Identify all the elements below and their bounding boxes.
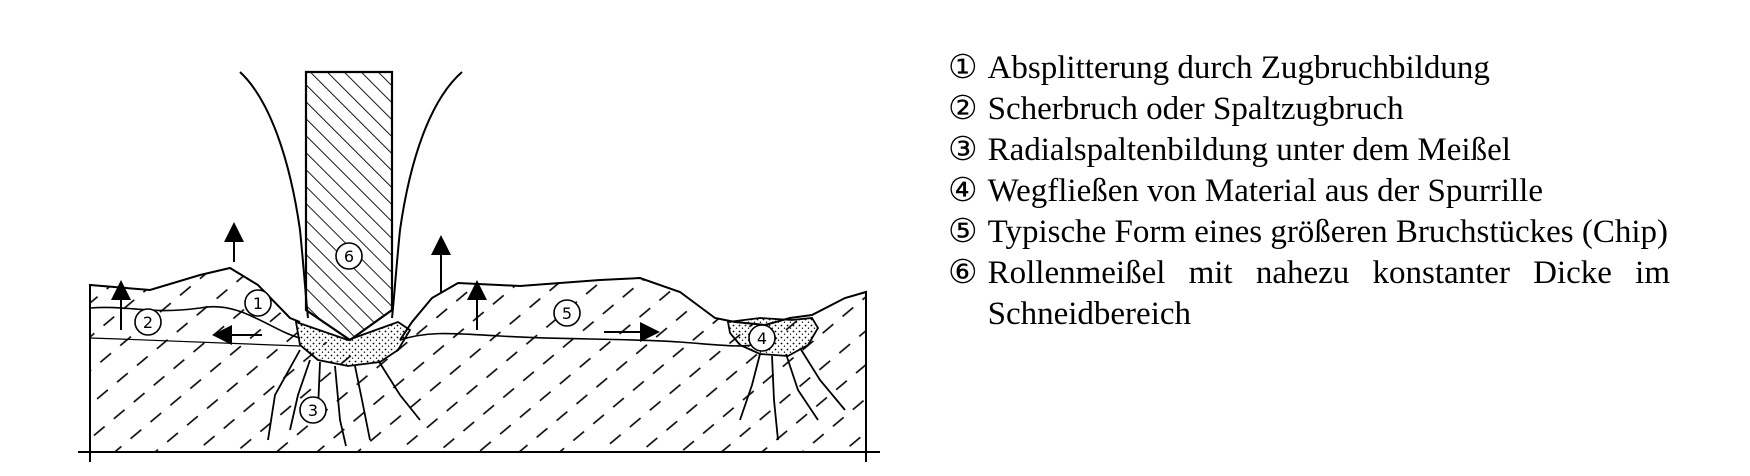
legend-text: Typische Form eines größeren Bruchstücke… bbox=[987, 214, 1669, 250]
svg-text:5: 5 bbox=[562, 304, 572, 323]
legend-text: Absplitterung durch Zugbruchbildung bbox=[987, 50, 1490, 86]
force-arrows bbox=[111, 222, 660, 345]
svg-text:1: 1 bbox=[253, 294, 263, 313]
legend: ① Absplitterung durch Zugbruchbildung ② … bbox=[948, 48, 1670, 335]
radial-cracks bbox=[267, 349, 421, 447]
fracture-line bbox=[89, 305, 301, 339]
legend-item-5: ⑤ Typische Form eines größeren Bruchstüc… bbox=[948, 212, 1670, 253]
radial-cracks-4 bbox=[739, 347, 846, 441]
legend-text: Scherbruch oder Spaltzugbruch bbox=[987, 91, 1404, 127]
legend-item-3: ③ Radialspaltenbildung unter dem Meißel bbox=[948, 130, 1670, 171]
legend-number: ② bbox=[948, 91, 978, 127]
legend-text: Wegfließen von Material aus der Spurrill… bbox=[987, 173, 1544, 209]
legend-number: ⑤ bbox=[948, 214, 978, 250]
marker-3: 3 bbox=[299, 396, 327, 424]
crushed-zone-3 bbox=[294, 320, 412, 367]
fracture-line-right bbox=[399, 332, 761, 347]
svg-text:3: 3 bbox=[308, 401, 318, 420]
legend-number: ① bbox=[948, 50, 978, 86]
marker-4: 4 bbox=[748, 324, 776, 352]
legend-number: ⑥ bbox=[948, 255, 978, 291]
legend-number: ④ bbox=[948, 173, 978, 209]
rock-surface-right bbox=[399, 276, 867, 452]
legend-item-1: ① Absplitterung durch Zugbruchbildung bbox=[948, 48, 1670, 89]
lower-fracture bbox=[89, 337, 301, 347]
stress-curve-left bbox=[239, 71, 309, 319]
stress-curve-right bbox=[391, 71, 463, 319]
legend-item-6: ⑥ Rollenmeißel mit nahezu konstanter Dic… bbox=[948, 253, 1670, 335]
marker-6: 6 bbox=[335, 242, 363, 270]
legend-number: ③ bbox=[948, 132, 978, 168]
rock-cutting-diagram: 1 2 3 4 5 6 bbox=[78, 70, 880, 462]
legend-text: Rollenmeißel mit nahezu konstanter Dicke… bbox=[987, 255, 1670, 332]
rock-surface bbox=[89, 266, 301, 452]
marker-1: 1 bbox=[244, 289, 272, 317]
legend-item-4: ④ Wegfließen von Material aus der Spurri… bbox=[948, 171, 1670, 212]
rock-body bbox=[90, 268, 866, 452]
marker-5: 5 bbox=[553, 299, 581, 327]
legend-text: Radialspaltenbildung unter dem Meißel bbox=[987, 132, 1511, 168]
svg-text:4: 4 bbox=[757, 329, 767, 348]
svg-text:6: 6 bbox=[344, 247, 354, 266]
marker-2: 2 bbox=[134, 308, 162, 336]
roller-cutter-tool bbox=[304, 70, 394, 342]
svg-text:2: 2 bbox=[143, 313, 153, 332]
legend-item-2: ② Scherbruch oder Spaltzugbruch bbox=[948, 89, 1670, 130]
